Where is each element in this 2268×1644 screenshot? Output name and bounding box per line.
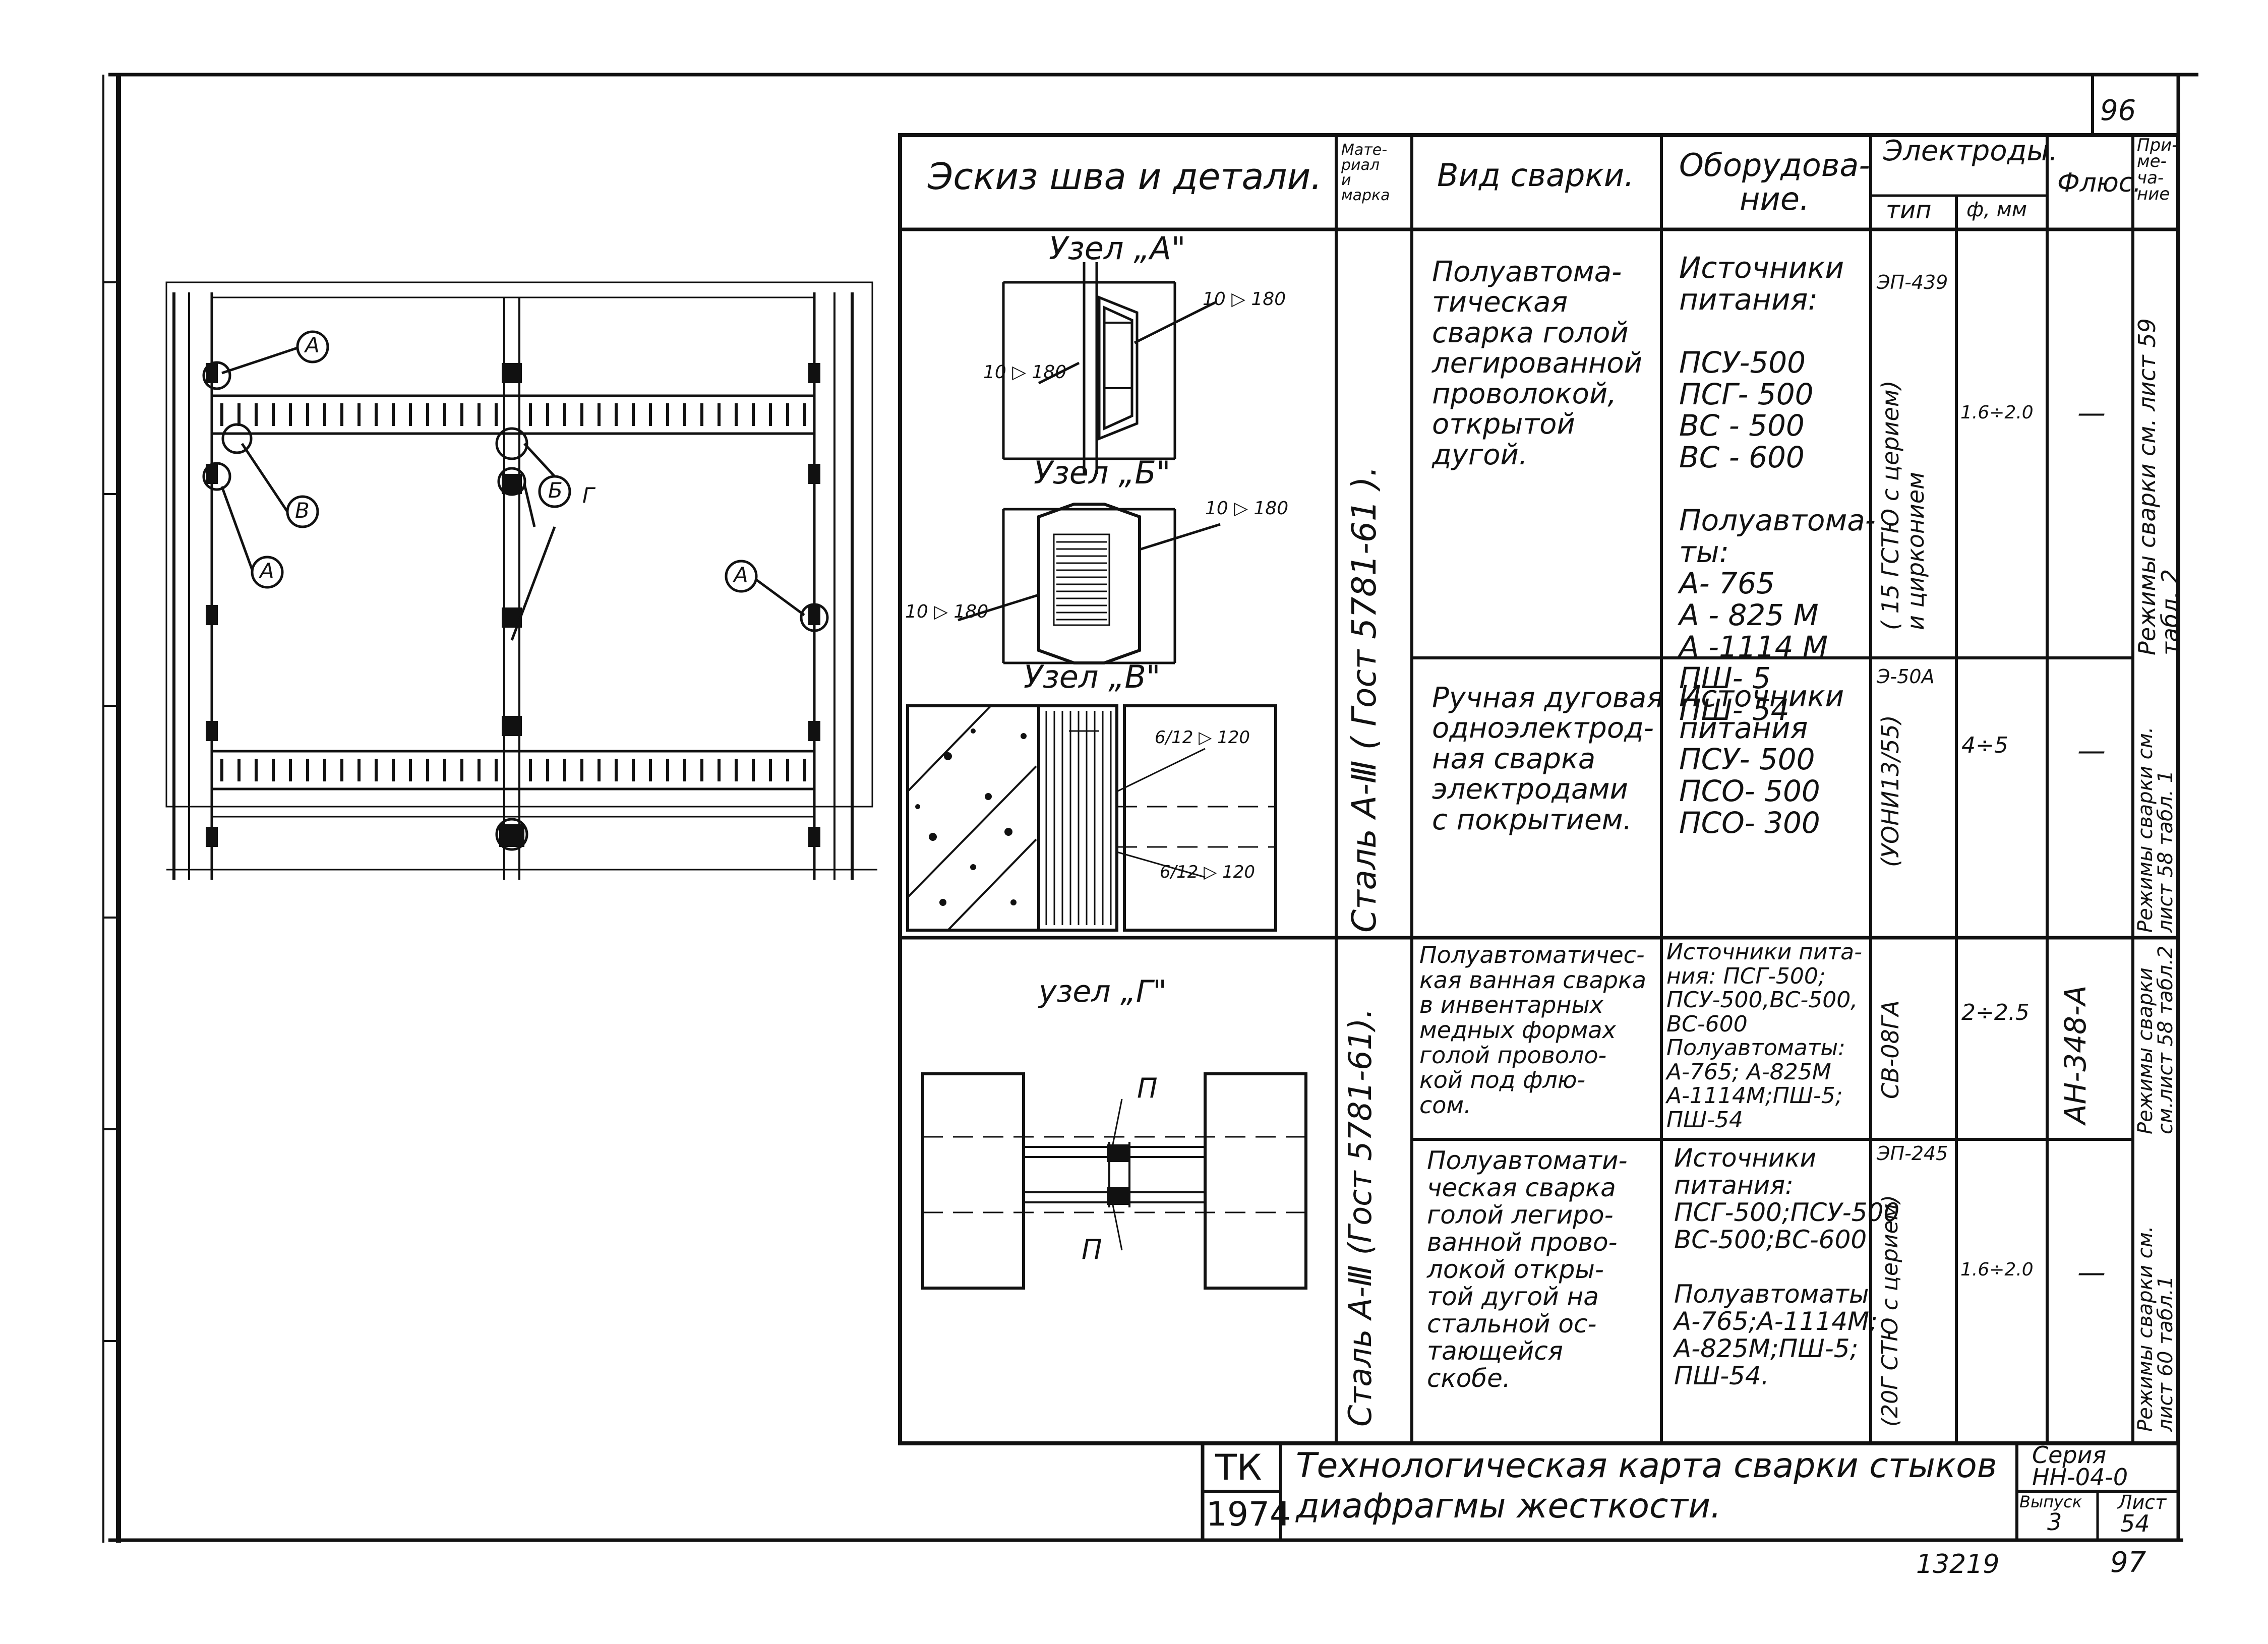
row2-diameter: 4÷5 (1961, 733, 2008, 758)
row4-diameter: 1.6÷2.0 (1960, 1259, 2034, 1280)
row1-note: Режимы сварки см. лист 59 табл. 2 (2133, 318, 2184, 655)
node-a-label: Узел „А" (1049, 230, 1186, 267)
stamp-series: Серия НН-04-0 (2032, 1441, 2128, 1491)
row4-note: Режимы сварки см. лист 60 табл.1 (2134, 1226, 2177, 1432)
material-1: Сталь А-Ⅲ ( Гост 5781-61 ). (1345, 466, 1384, 933)
row2-note: Режимы сварки см. лист 58 табл. 1 (2134, 726, 2177, 933)
node-g-label: узел „Г" (1039, 974, 1167, 1009)
row1-electrode-type: ЭП-439 (1877, 271, 1948, 293)
row3-equipment: Источники пита- ния: ПСГ-500; ПСУ-500,ВС… (1666, 939, 1863, 1133)
plan-label-g: Г (582, 483, 594, 508)
drawing-number: 13219 (1916, 1549, 2000, 1579)
row2-weld: Ручная дуговая одноэлектрод- ная сварка … (1432, 682, 1663, 836)
row1-flux: — (2077, 397, 2106, 430)
stamp-issue-label: Выпуск (2019, 1492, 2082, 1511)
weld-mark-pi2: П (1082, 1234, 1102, 1265)
weld-mark-a2: 10 ▷ 180 (983, 362, 1067, 383)
material-2: Сталь А-Ⅲ (Гост 5781-61). (1342, 1008, 1379, 1427)
row1-weld: Полуавтома- тическая сварка голой легиро… (1432, 256, 1643, 471)
stamp-sheet: 54 (2120, 1510, 2150, 1537)
node-b-label: Узел „Б" (1034, 454, 1171, 491)
row2-flux: — (2077, 735, 2106, 767)
row3-weld: Полуавтоматичес- кая ванная сварка в инв… (1419, 941, 1646, 1119)
header-sketch: Эскиз шва и детали. (928, 155, 1323, 198)
stamp-year: 1974 (1206, 1495, 1291, 1534)
row3-note: Режимы сварки см.лист 58 табл.2 (2134, 945, 2177, 1134)
header-equipment: Оборудова- ние. (1679, 147, 1870, 217)
weld-mark-a1: 10 ▷ 180 (1203, 289, 1286, 310)
header-material: Мате- риал и марка (1341, 141, 1390, 204)
plan-label-a2: А (260, 559, 274, 583)
row1-electrode-type-vertical: ( 15 ГСТЮ с церием) и цирконием (1877, 380, 1929, 630)
row4-electrode-type: ЭП-245 (1877, 1142, 1948, 1165)
stamp-tk: ТК (1215, 1447, 1262, 1488)
stamp-sheet-label: Лист (2118, 1491, 2167, 1513)
plan-label-b: Б (548, 478, 563, 503)
header-note: При- ме- ча- ние (2137, 135, 2178, 204)
row2-electrode-type: Э-50А (1877, 665, 1935, 688)
row2-equipment: Источники питания ПСУ- 500 ПСО- 500 ПСО-… (1679, 679, 1844, 840)
weld-mark-b1: 10 ▷ 180 (1205, 498, 1289, 519)
weld-mark-pi1: П (1137, 1072, 1158, 1104)
plan-label-a1: А (305, 333, 320, 357)
row3-diameter: 2÷2.5 (1961, 1000, 2030, 1025)
header-flux: Флюс. (2057, 168, 2141, 198)
row1-equipment: Источники питания: ПСУ-500 ПСГ- 500 ВС -… (1679, 251, 1876, 727)
row4-weld: Полуавтомати- ческая сварка голой легиро… (1427, 1146, 1628, 1393)
weld-mark-b2: 10 ▷ 180 (905, 601, 989, 622)
row4-flux: — (2077, 1256, 2106, 1289)
weld-mark-v2: 6/12 ▷ 120 (1160, 862, 1256, 882)
page-number-bottom: 97 (2110, 1546, 2146, 1579)
row4-equipment: Источники питания: ПСГ-500;ПСУ-500 ВС-50… (1674, 1143, 1900, 1390)
stamp-issue: 3 (2047, 1508, 2062, 1536)
header-electrode-type: тип (1886, 196, 1932, 224)
page-number-top: 96 (2100, 94, 2136, 127)
row4-electrode-type-vertical: (20Г СТЮ с церием) (1877, 1195, 1903, 1427)
weld-mark-v1: 6/12 ▷ 120 (1155, 727, 1250, 748)
plan-label-a3: А (734, 563, 748, 587)
row3-electrode-type-vertical: СВ-08ГА (1877, 1000, 1904, 1099)
stamp-title: Технологическая карта сварки стыков диаф… (1296, 1446, 1997, 1527)
plan-label-v: В (295, 498, 310, 523)
header-electrode-dia: ф, мм (1966, 198, 2027, 221)
row1-diameter: 1.6÷2.0 (1960, 402, 2034, 423)
row3-flux-vertical: АН-348-А (2058, 985, 2093, 1124)
header-weld-type: Вид сварки. (1437, 157, 1634, 194)
row2-electrode-type-vertical: (УОНИ13/55) (1877, 715, 1904, 867)
node-v-label: Узел „В" (1024, 658, 1161, 695)
header-electrodes: Электроды. (1883, 135, 2058, 167)
